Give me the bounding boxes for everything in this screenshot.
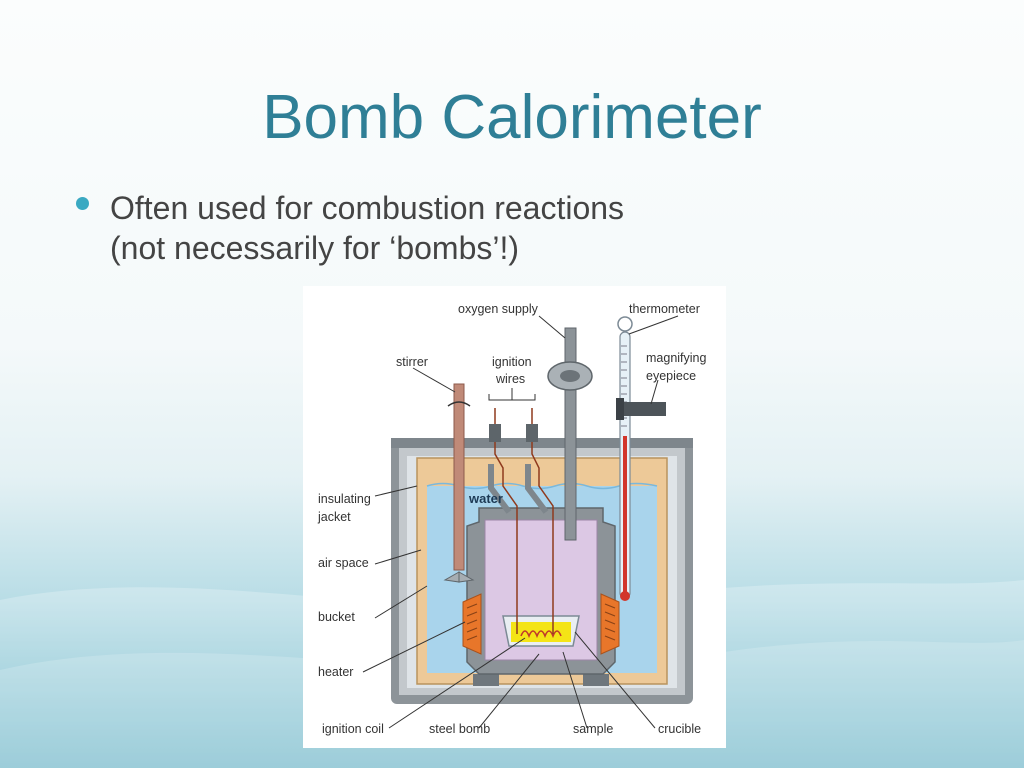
label-magnifying-eyepiece-1: magnifying xyxy=(646,351,706,365)
bullet-text: Often used for combustion reactions (not… xyxy=(110,188,624,268)
heater-left-shape xyxy=(462,593,482,655)
bullet-line-2: (not necessarily for ‘bombs’!) xyxy=(110,230,520,266)
ignition-coil-shape xyxy=(520,630,562,639)
label-heater: heater xyxy=(318,665,353,679)
label-steel-bomb: steel bomb xyxy=(429,722,490,736)
label-stirrer: stirrer xyxy=(396,355,428,369)
magnifying-eyepiece-shape xyxy=(616,402,666,416)
label-magnifying-eyepiece-2: eyepiece xyxy=(646,369,696,383)
label-bucket: bucket xyxy=(318,610,355,624)
label-water: water xyxy=(468,491,503,506)
bullet-line-1: Often used for combustion reactions xyxy=(110,190,625,226)
label-ignition-coil: ignition coil xyxy=(322,722,384,736)
label-crucible: crucible xyxy=(658,722,701,736)
label-insulating-jacket-1: insulating xyxy=(318,492,371,506)
stirrer-rod xyxy=(453,383,465,571)
label-insulating-jacket-2: jacket xyxy=(317,510,351,524)
bullet-dot-icon xyxy=(76,197,89,210)
label-oxygen-supply: oxygen supply xyxy=(458,302,539,316)
slide-title: Bomb Calorimeter xyxy=(262,83,762,152)
label-air-space: air space xyxy=(318,556,369,570)
calorimeter-diagram: oxygen supply thermometer stirrer igniti… xyxy=(303,286,726,748)
label-ignition-wires-2: wires xyxy=(495,372,525,386)
oxygen-supply-pipe xyxy=(564,327,577,541)
calorimeter-svg: oxygen supply thermometer stirrer igniti… xyxy=(317,302,706,736)
label-ignition-wires-1: ignition xyxy=(492,355,532,369)
sample-shape xyxy=(511,622,571,642)
heater-right-shape xyxy=(600,593,620,655)
label-thermometer: thermometer xyxy=(629,302,700,316)
label-sample: sample xyxy=(573,722,613,736)
